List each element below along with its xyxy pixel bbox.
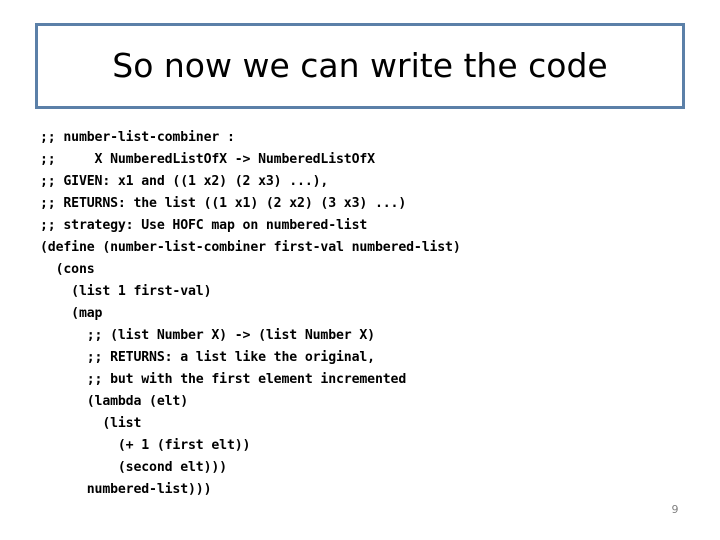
code-listing: ;; number-list-combiner : ;; X NumberedLi… bbox=[40, 127, 700, 501]
page-number: 9 bbox=[671, 503, 679, 516]
code-line: (second elt))) bbox=[40, 460, 227, 475]
code-line: ;; number-list-combiner : bbox=[40, 130, 235, 145]
title-box: So now we can write the code bbox=[35, 23, 685, 109]
code-line: ;; GIVEN: x1 and ((1 x2) (2 x3) ...), bbox=[40, 174, 329, 189]
code-line: (define (number-list-combiner first-val … bbox=[40, 240, 461, 255]
code-line: (list bbox=[40, 416, 142, 431]
code-line: ;; (list Number X) -> (list Number X) bbox=[40, 328, 375, 343]
code-line: (lambda (elt) bbox=[40, 394, 189, 409]
code-line: (map bbox=[40, 306, 103, 321]
code-line: ;; X NumberedListOfX -> NumberedListOfX bbox=[40, 152, 375, 167]
code-line: ;; RETURNS: a list like the original, bbox=[40, 350, 375, 365]
code-line: numbered-list))) bbox=[40, 482, 212, 497]
code-line: (cons bbox=[40, 262, 95, 277]
code-line: ;; RETURNS: the list ((1 x1) (2 x2) (3 x… bbox=[40, 196, 407, 211]
code-line: ;; but with the first element incremente… bbox=[40, 372, 407, 387]
page-title: So now we can write the code bbox=[112, 45, 608, 85]
code-line: (+ 1 (first elt)) bbox=[40, 438, 251, 453]
code-line: ;; strategy: Use HOFC map on numbered-li… bbox=[40, 218, 368, 233]
code-line: (list 1 first-val) bbox=[40, 284, 212, 299]
